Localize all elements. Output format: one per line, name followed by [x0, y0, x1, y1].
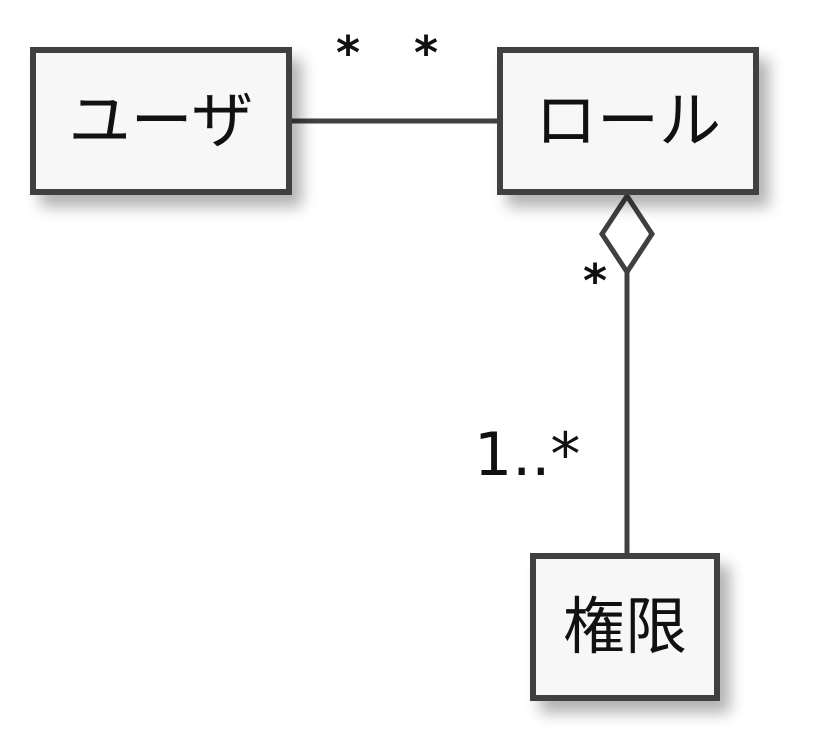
multiplicity-user-end: * — [336, 26, 361, 80]
class-box-permission[interactable]: 権限 — [530, 553, 720, 701]
multiplicity-permission-end: 1..* — [474, 420, 581, 490]
aggregation-diamond-icon — [599, 191, 655, 277]
multiplicity-role-aggregate-end: * — [583, 254, 608, 308]
multiplicity-role-end: * — [414, 26, 439, 80]
class-label-permission: 権限 — [562, 590, 687, 663]
class-box-user[interactable]: ユーザ — [30, 47, 292, 195]
class-label-role: ロール — [534, 84, 721, 157]
class-label-user: ユーザ — [68, 84, 254, 157]
class-box-role[interactable]: ロール — [497, 47, 759, 195]
